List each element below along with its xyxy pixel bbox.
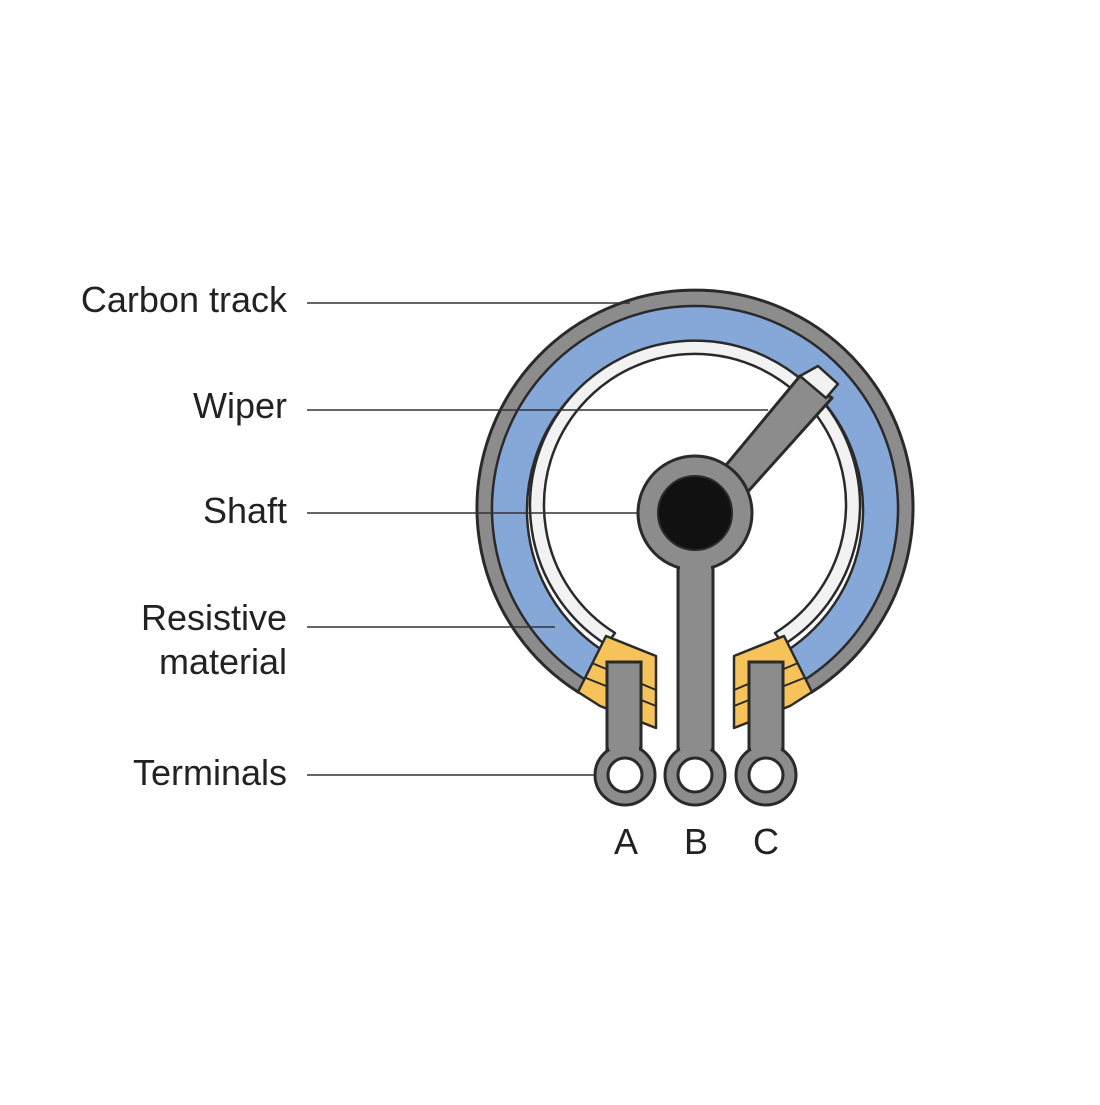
label-terminals: Terminals bbox=[133, 752, 287, 793]
wiper-tip bbox=[798, 364, 840, 400]
terminal-c bbox=[734, 660, 798, 807]
shaft bbox=[657, 475, 733, 551]
terminal-c-label: C bbox=[753, 821, 779, 862]
leader-lines bbox=[307, 302, 768, 776]
terminal-b-hole bbox=[676, 756, 714, 794]
terminal-a-hole bbox=[606, 756, 644, 794]
shaft-hub bbox=[636, 454, 754, 574]
label-resistive-material-line2: material bbox=[159, 641, 287, 682]
terminal-b-label: B bbox=[684, 821, 708, 862]
terminal-a bbox=[593, 660, 657, 807]
labels: Carbon track Wiper Shaft Resistive mater… bbox=[81, 279, 288, 793]
label-shaft: Shaft bbox=[203, 490, 287, 531]
label-carbon-track: Carbon track bbox=[81, 279, 288, 320]
terminal-letters: A B C bbox=[614, 821, 779, 862]
label-resistive-material-line1: Resistive bbox=[141, 597, 287, 638]
terminal-c-hole bbox=[747, 756, 785, 794]
terminal-a-label: A bbox=[614, 821, 638, 862]
terminal-b bbox=[663, 538, 727, 807]
label-wiper: Wiper bbox=[193, 385, 287, 426]
